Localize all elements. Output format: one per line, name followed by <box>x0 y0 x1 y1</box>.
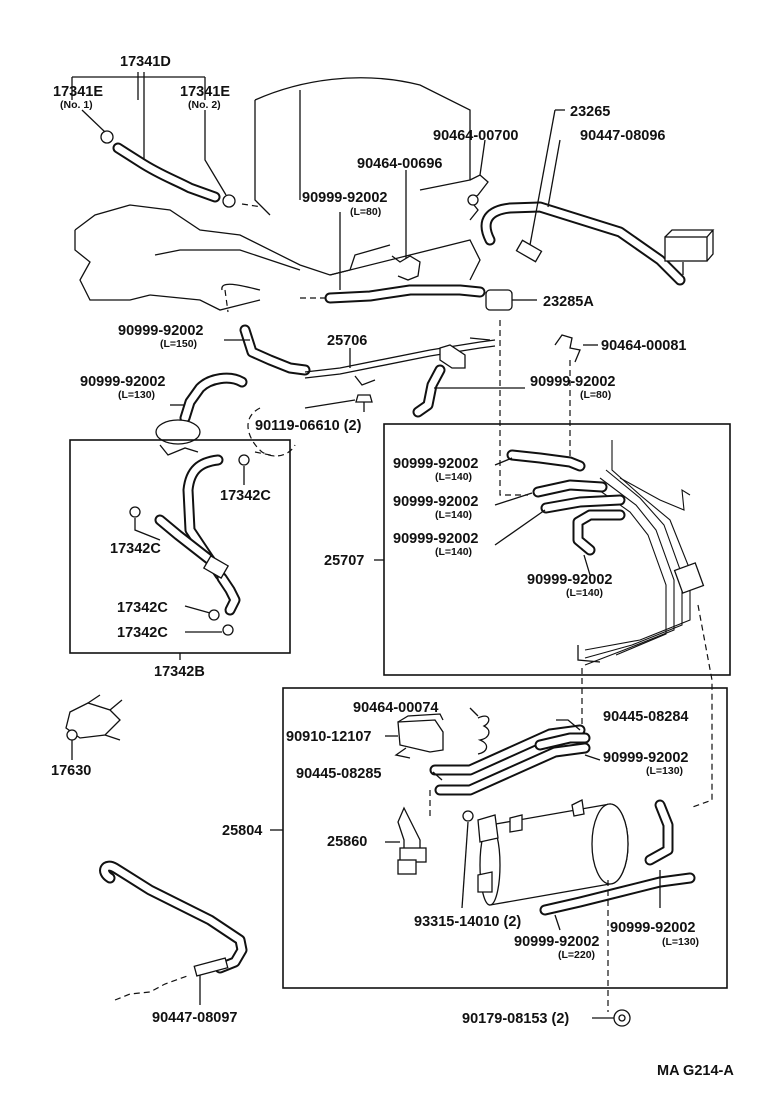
label-90999-92002-i: 90999-92002 <box>603 750 688 766</box>
hose-L80-b <box>412 364 525 418</box>
label-17630: 17630 <box>51 763 91 779</box>
label-17341E-no2: 17341E <box>180 84 230 100</box>
label-25707: 25707 <box>324 553 364 569</box>
label-90445-08285: 90445-08285 <box>296 766 381 782</box>
assembly-25804 <box>270 707 696 931</box>
label-17342C-b: 17342C <box>110 541 161 557</box>
label-90999-92002-f-sub: (L=140) <box>435 509 472 521</box>
label-25706: 25706 <box>327 333 367 349</box>
label-25804: 25804 <box>222 823 262 839</box>
label-90447-08097: 90447-08097 <box>152 1010 237 1026</box>
label-17342C-a: 17342C <box>220 488 271 504</box>
hose-90447-08097 <box>99 860 248 1005</box>
label-90999-92002-e-sub: (L=140) <box>435 471 472 483</box>
hose-17341D <box>71 72 263 208</box>
label-93315-14010: 93315-14010 (2) <box>414 914 521 930</box>
label-90999-92002-j: 90999-92002 <box>514 934 599 950</box>
labels: 17341D 17341E (No. 1) 17341E (No. 2) 232… <box>51 54 734 1079</box>
label-90999-92002-i-sub: (L=130) <box>646 765 683 777</box>
label-90999-92002-k: 90999-92002 <box>610 920 695 936</box>
bracket-25706 <box>304 337 496 386</box>
sensor-17630 <box>65 694 123 760</box>
nut-90179-08153 <box>592 1009 631 1027</box>
label-90999-92002-f: 90999-92002 <box>393 494 478 510</box>
hose-23265 <box>467 109 715 286</box>
label-90999-92002-d: 90999-92002 <box>530 374 615 390</box>
label-17341E-no1-sub: (No. 1) <box>60 99 93 111</box>
label-23265: 23265 <box>570 104 610 120</box>
label-90464-00696: 90464-00696 <box>357 156 442 172</box>
label-90999-92002-a-sub: (L=80) <box>350 206 381 218</box>
label-90119-06610: 90119-06610 (2) <box>255 418 362 434</box>
assembly-box-25804 <box>282 687 728 989</box>
label-17341E-no1: 17341E <box>53 84 103 100</box>
label-25860: 25860 <box>327 834 367 850</box>
connector-line <box>689 604 713 809</box>
hose-L130-left <box>155 372 296 457</box>
label-90999-92002-g: 90999-92002 <box>393 531 478 547</box>
diagram-code: MA G214-A <box>657 1063 734 1079</box>
assembly-17342B <box>129 451 276 660</box>
label-90179-08153: 90179-08153 (2) <box>462 1011 569 1027</box>
label-90999-92002-h: 90999-92002 <box>527 572 612 588</box>
engine-outline <box>74 77 481 311</box>
label-90999-92002-k-sub: (L=130) <box>662 936 699 948</box>
assembly-box-17342B <box>69 439 291 654</box>
label-17342C-c: 17342C <box>117 600 168 616</box>
label-17342B: 17342B <box>154 664 205 680</box>
label-90999-92002-h-sub: (L=140) <box>566 587 603 599</box>
label-90999-92002-e: 90999-92002 <box>393 456 478 472</box>
label-90447-08096: 90447-08096 <box>580 128 665 144</box>
label-90999-92002-a: 90999-92002 <box>302 190 387 206</box>
label-90464-00081: 90464-00081 <box>601 338 686 354</box>
label-90999-92002-j-sub: (L=220) <box>558 949 595 961</box>
bolt-90119-06610 <box>304 394 373 412</box>
label-90999-92002-g-sub: (L=140) <box>435 546 472 558</box>
hose-L150 <box>221 283 311 376</box>
label-90999-92002-b-sub: (L=150) <box>160 338 197 350</box>
label-90910-12107: 90910-12107 <box>286 729 371 745</box>
assembly-box-25707 <box>383 423 731 676</box>
label-90464-00700: 90464-00700 <box>433 128 518 144</box>
label-90999-92002-b: 90999-92002 <box>118 323 203 339</box>
label-90999-92002-c-sub: (L=130) <box>118 389 155 401</box>
part-23285A <box>485 289 537 311</box>
label-17342C-d: 17342C <box>117 625 168 641</box>
label-17341E-no2-sub: (No. 2) <box>188 99 221 111</box>
clamp-90464-00081 <box>554 334 598 363</box>
label-90464-00074: 90464-00074 <box>353 700 438 716</box>
label-90999-92002-d-sub: (L=80) <box>580 389 611 401</box>
assembly-25707 <box>374 320 705 666</box>
hose-90999-92002-L80 <box>300 170 486 304</box>
label-17341D: 17341D <box>120 54 171 70</box>
label-90445-08284: 90445-08284 <box>603 709 688 725</box>
label-23285A: 23285A <box>543 294 594 310</box>
label-90999-92002-c: 90999-92002 <box>80 374 165 390</box>
